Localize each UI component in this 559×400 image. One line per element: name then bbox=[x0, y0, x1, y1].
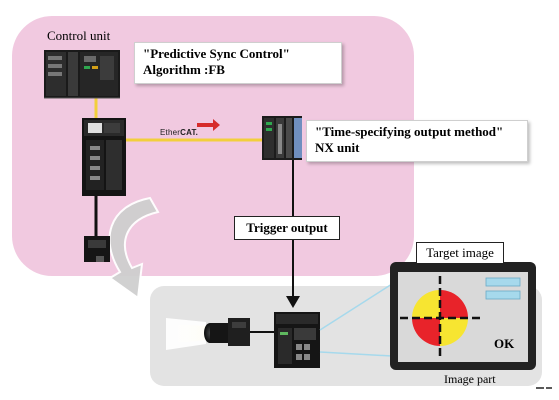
ethercat-prefix: Ether bbox=[160, 128, 181, 137]
flow-arrow bbox=[108, 196, 160, 300]
servo-drive bbox=[82, 118, 126, 196]
image-part-label: Image part bbox=[444, 372, 496, 386]
camera bbox=[166, 318, 250, 350]
servo-motor bbox=[84, 236, 110, 262]
target-circle bbox=[412, 290, 468, 346]
control-unit-label: Control unit bbox=[47, 28, 111, 43]
vision-controller bbox=[274, 312, 320, 368]
trigger-arrowhead bbox=[286, 296, 300, 308]
fb-callout: "Predictive Sync Control" Algorithm :FB bbox=[134, 42, 342, 84]
trigger-output-label: Trigger output bbox=[234, 216, 340, 240]
ethercat-label: EtherCAT. bbox=[160, 122, 198, 140]
ok-label: OK bbox=[494, 336, 515, 351]
fb-callout-line-1: "Predictive Sync Control" bbox=[143, 46, 290, 61]
target-image-label: Target image bbox=[416, 242, 504, 264]
nx-callout: "Time-specifying output method" NX unit bbox=[306, 120, 528, 162]
ethercat-logo bbox=[197, 119, 220, 131]
target-crosshair bbox=[400, 276, 480, 360]
nx-callout-line-1: "Time-specifying output method" bbox=[315, 124, 504, 139]
nx-callout-line-2: NX unit bbox=[315, 140, 360, 155]
plc-control-unit bbox=[44, 50, 120, 99]
fb-callout-line-2: Algorithm :FB bbox=[143, 62, 225, 77]
controller-to-monitor-line-2 bbox=[319, 351, 393, 357]
ethercat-suffix: CAT. bbox=[180, 128, 199, 137]
controller-to-monitor-line bbox=[319, 283, 393, 331]
nx-unit bbox=[262, 116, 302, 160]
